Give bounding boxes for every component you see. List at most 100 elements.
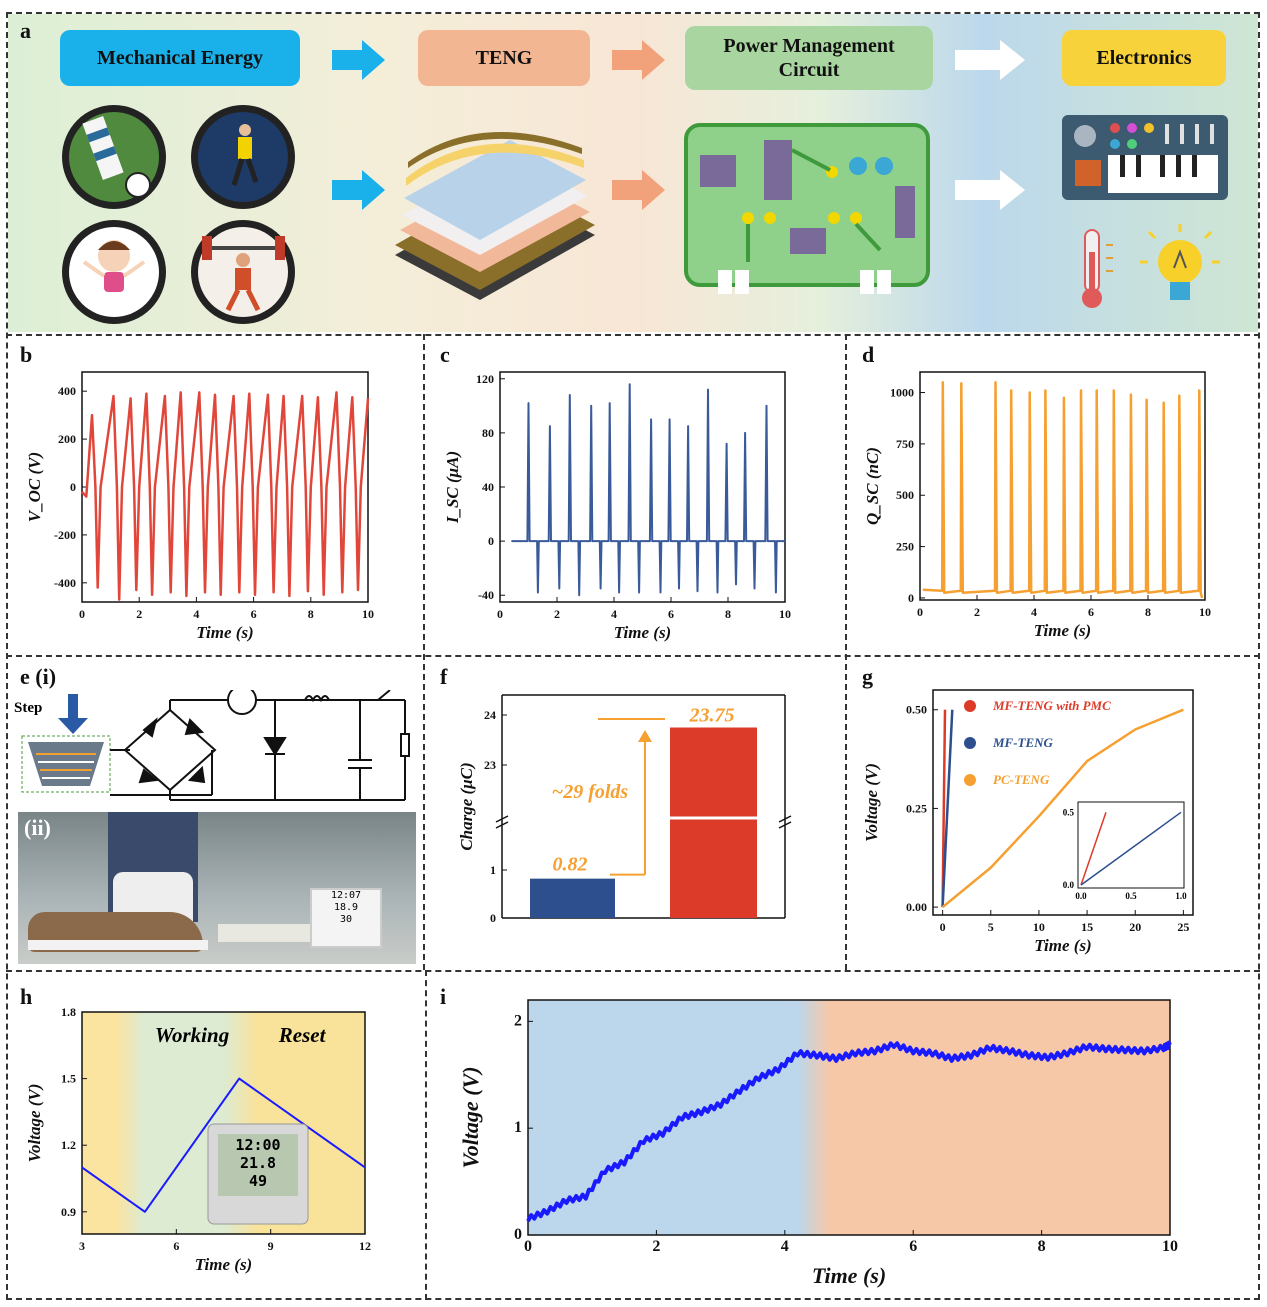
y-tick-label: 1 xyxy=(514,1119,522,1136)
y-tick-label: -40 xyxy=(478,588,494,602)
thermo-humidity: 30 xyxy=(339,914,353,925)
x-tick-label: 5 xyxy=(988,920,994,934)
inset-series-blue xyxy=(1080,811,1182,886)
y-tick-label: 0 xyxy=(488,534,494,548)
plot-frame xyxy=(499,371,786,603)
panel-label-d: d xyxy=(862,342,875,367)
region-label-working: Working xyxy=(155,1023,229,1047)
weightlifter-icon xyxy=(191,220,295,324)
y-tick-label: 2 xyxy=(514,1012,522,1029)
x-tick-label: 0 xyxy=(940,920,946,934)
x-tick-label: 2 xyxy=(136,607,142,621)
x-tick-label: 4 xyxy=(193,607,199,621)
bar-mf-teng xyxy=(530,878,615,918)
thermo-temp: 18.9 xyxy=(333,902,359,913)
y-tick-label: 0 xyxy=(70,480,76,494)
y-axis-label: Voltage (V) xyxy=(862,763,881,842)
bar-mf-teng-pmc xyxy=(670,727,757,918)
y-tick-label: 1 xyxy=(490,863,496,877)
lightbulb-icon xyxy=(1140,224,1220,300)
panel-a-graphics xyxy=(62,40,1228,324)
x-tick-label: 12 xyxy=(359,1239,371,1253)
y-axis-label: V_OC (V) xyxy=(25,452,44,522)
electronics-box: Electronics xyxy=(1062,30,1226,86)
child-icon xyxy=(62,220,166,324)
soccer-icon xyxy=(62,105,166,209)
y-tick-label: 40 xyxy=(482,480,494,494)
y-tick-label: 200 xyxy=(58,432,76,446)
panel-label-e-letter: e xyxy=(20,664,30,689)
x-tick-label: 8 xyxy=(308,607,314,621)
inset-y-tick-label: 0.5 xyxy=(1063,807,1075,817)
thermometer-readout-0: 12:00 xyxy=(235,1136,280,1154)
isc-series-line xyxy=(511,383,785,597)
axis-break-icon xyxy=(778,815,792,829)
series-line-1 xyxy=(941,709,954,908)
x-tick-label: 6 xyxy=(173,1239,179,1253)
x-tick-label: 4 xyxy=(611,607,617,621)
plot-frame xyxy=(527,999,1171,1236)
panel-label-b: b xyxy=(20,342,33,367)
arrow-icon xyxy=(955,40,1025,80)
rectifier-icon xyxy=(110,690,410,801)
y-tick-label: 400 xyxy=(58,384,76,398)
x-tick-label: 10 xyxy=(1162,1238,1178,1255)
teng-box: TENG xyxy=(418,30,590,86)
y-tick-label: -200 xyxy=(54,528,76,542)
legend-label-1: MF-TENG xyxy=(992,735,1054,750)
x-tick-label: 6 xyxy=(251,607,257,621)
divider xyxy=(6,334,1260,336)
inset-x-tick-label: 0.0 xyxy=(1075,891,1087,901)
y-tick-label: 0.50 xyxy=(906,703,927,717)
x-tick-label: 15 xyxy=(1081,920,1093,934)
y-tick-label: 1.5 xyxy=(61,1072,76,1086)
panel-label-e-ii: (ii) xyxy=(24,815,51,840)
panel-label-c: c xyxy=(440,342,450,367)
y-axis-label: Voltage (V) xyxy=(458,1066,483,1168)
circuit-diagram xyxy=(21,690,410,801)
y-tick-label: 0 xyxy=(514,1226,522,1243)
teng-stack-icon xyxy=(395,131,595,300)
plot-frame xyxy=(919,371,1206,601)
thermometer-readout-1: 21.8 xyxy=(240,1154,276,1172)
x-axis-label: Time (s) xyxy=(614,623,671,642)
value-label: 0.82 xyxy=(553,854,588,876)
divider xyxy=(845,334,847,970)
x-tick-label: 4 xyxy=(781,1238,789,1255)
panel-label-e: e (i) xyxy=(20,664,56,690)
arrow-icon xyxy=(612,40,665,80)
divider xyxy=(6,655,1260,657)
y-tick-label: 0.25 xyxy=(906,801,927,815)
mechanical-energy-label: Mechanical Energy xyxy=(96,47,264,69)
y-tick-label: 120 xyxy=(476,372,494,386)
y-tick-label: 23 xyxy=(484,758,496,772)
y-tick-label: 24 xyxy=(484,708,496,722)
axis-break-icon xyxy=(495,815,509,829)
legend-marker-1 xyxy=(964,737,976,749)
x-tick-label: 2 xyxy=(652,1238,660,1255)
x-axis-label: Time (s) xyxy=(196,623,253,642)
qsc-series-line xyxy=(922,381,1204,599)
x-tick-label: 0 xyxy=(917,605,923,619)
arrow-icon xyxy=(612,170,665,210)
y-tick-label: 1000 xyxy=(890,386,914,400)
x-tick-label: 8 xyxy=(1038,1238,1046,1255)
y-axis-label: I_SC (μA) xyxy=(443,451,462,524)
keyboard-icon xyxy=(1062,115,1228,200)
shoe-sole xyxy=(28,940,208,950)
x-tick-label: 6 xyxy=(1088,605,1094,619)
step-label: Step xyxy=(14,700,43,716)
legend-label-2: PC-TENG xyxy=(993,772,1050,787)
panel-label-e-i: (i) xyxy=(35,664,57,689)
y-axis-label: Q_SC (nC) xyxy=(863,447,882,525)
pmc-label-line2: Circuit xyxy=(778,59,840,81)
divider xyxy=(425,970,427,1300)
y-tick-label: 0 xyxy=(908,591,914,605)
y-tick-label: 0.9 xyxy=(61,1205,76,1219)
legend-marker-0 xyxy=(964,700,976,712)
plot-frame xyxy=(81,1011,366,1235)
thermo-time: 12:07 xyxy=(330,890,362,901)
inset-x-tick-label: 0.5 xyxy=(1125,891,1137,901)
